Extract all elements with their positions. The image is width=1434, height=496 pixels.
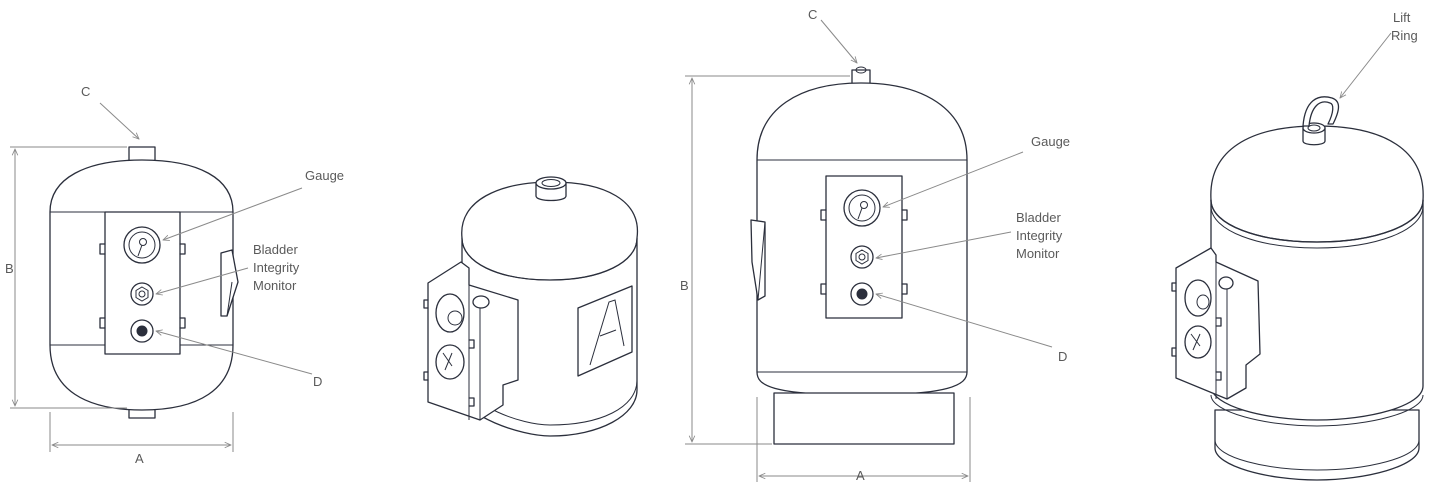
label-bim-2-fig3: Integrity <box>1016 228 1063 243</box>
small-tank-isometric-view <box>423 176 639 437</box>
top-nozzle-large <box>851 69 871 85</box>
base-skirt <box>773 392 955 445</box>
side-handle-large <box>750 219 766 301</box>
bladder-integrity-monitor <box>130 282 154 306</box>
bim-large <box>850 245 874 269</box>
label-d-fig3: D <box>1058 349 1067 364</box>
lift-ring <box>1302 96 1340 127</box>
large-tank-front-view <box>685 19 1053 482</box>
label-c-fig1: C <box>81 84 90 99</box>
label-gauge-fig1: Gauge <box>305 168 344 183</box>
side-panel <box>577 285 633 377</box>
large-tank-isometric-view <box>1171 32 1424 481</box>
tank-body-iso <box>1210 199 1424 421</box>
label-lift-2: Ring <box>1391 28 1418 43</box>
label-b-fig1: B <box>5 261 14 276</box>
label-gauge-fig3: Gauge <box>1031 134 1070 149</box>
label-c-fig3: C <box>808 7 817 22</box>
label-bim-2-fig1: Integrity <box>253 260 300 275</box>
label-bim-1-fig1: Bladder <box>253 242 298 257</box>
label-bim-1-fig3: Bladder <box>1016 210 1061 225</box>
label-a-fig3: A <box>856 468 865 483</box>
tank-base-iso <box>1214 409 1420 481</box>
label-a-fig1: A <box>135 451 144 466</box>
side-handle <box>220 249 239 317</box>
label-d-fig1: D <box>313 374 322 389</box>
label-lift-1: Lift <box>1393 10 1411 25</box>
small-tank-front-view <box>10 102 313 452</box>
label-b-fig3: B <box>680 278 689 293</box>
label-bim-3-fig1: Monitor <box>253 278 297 293</box>
label-bim-3-fig3: Monitor <box>1016 246 1060 261</box>
